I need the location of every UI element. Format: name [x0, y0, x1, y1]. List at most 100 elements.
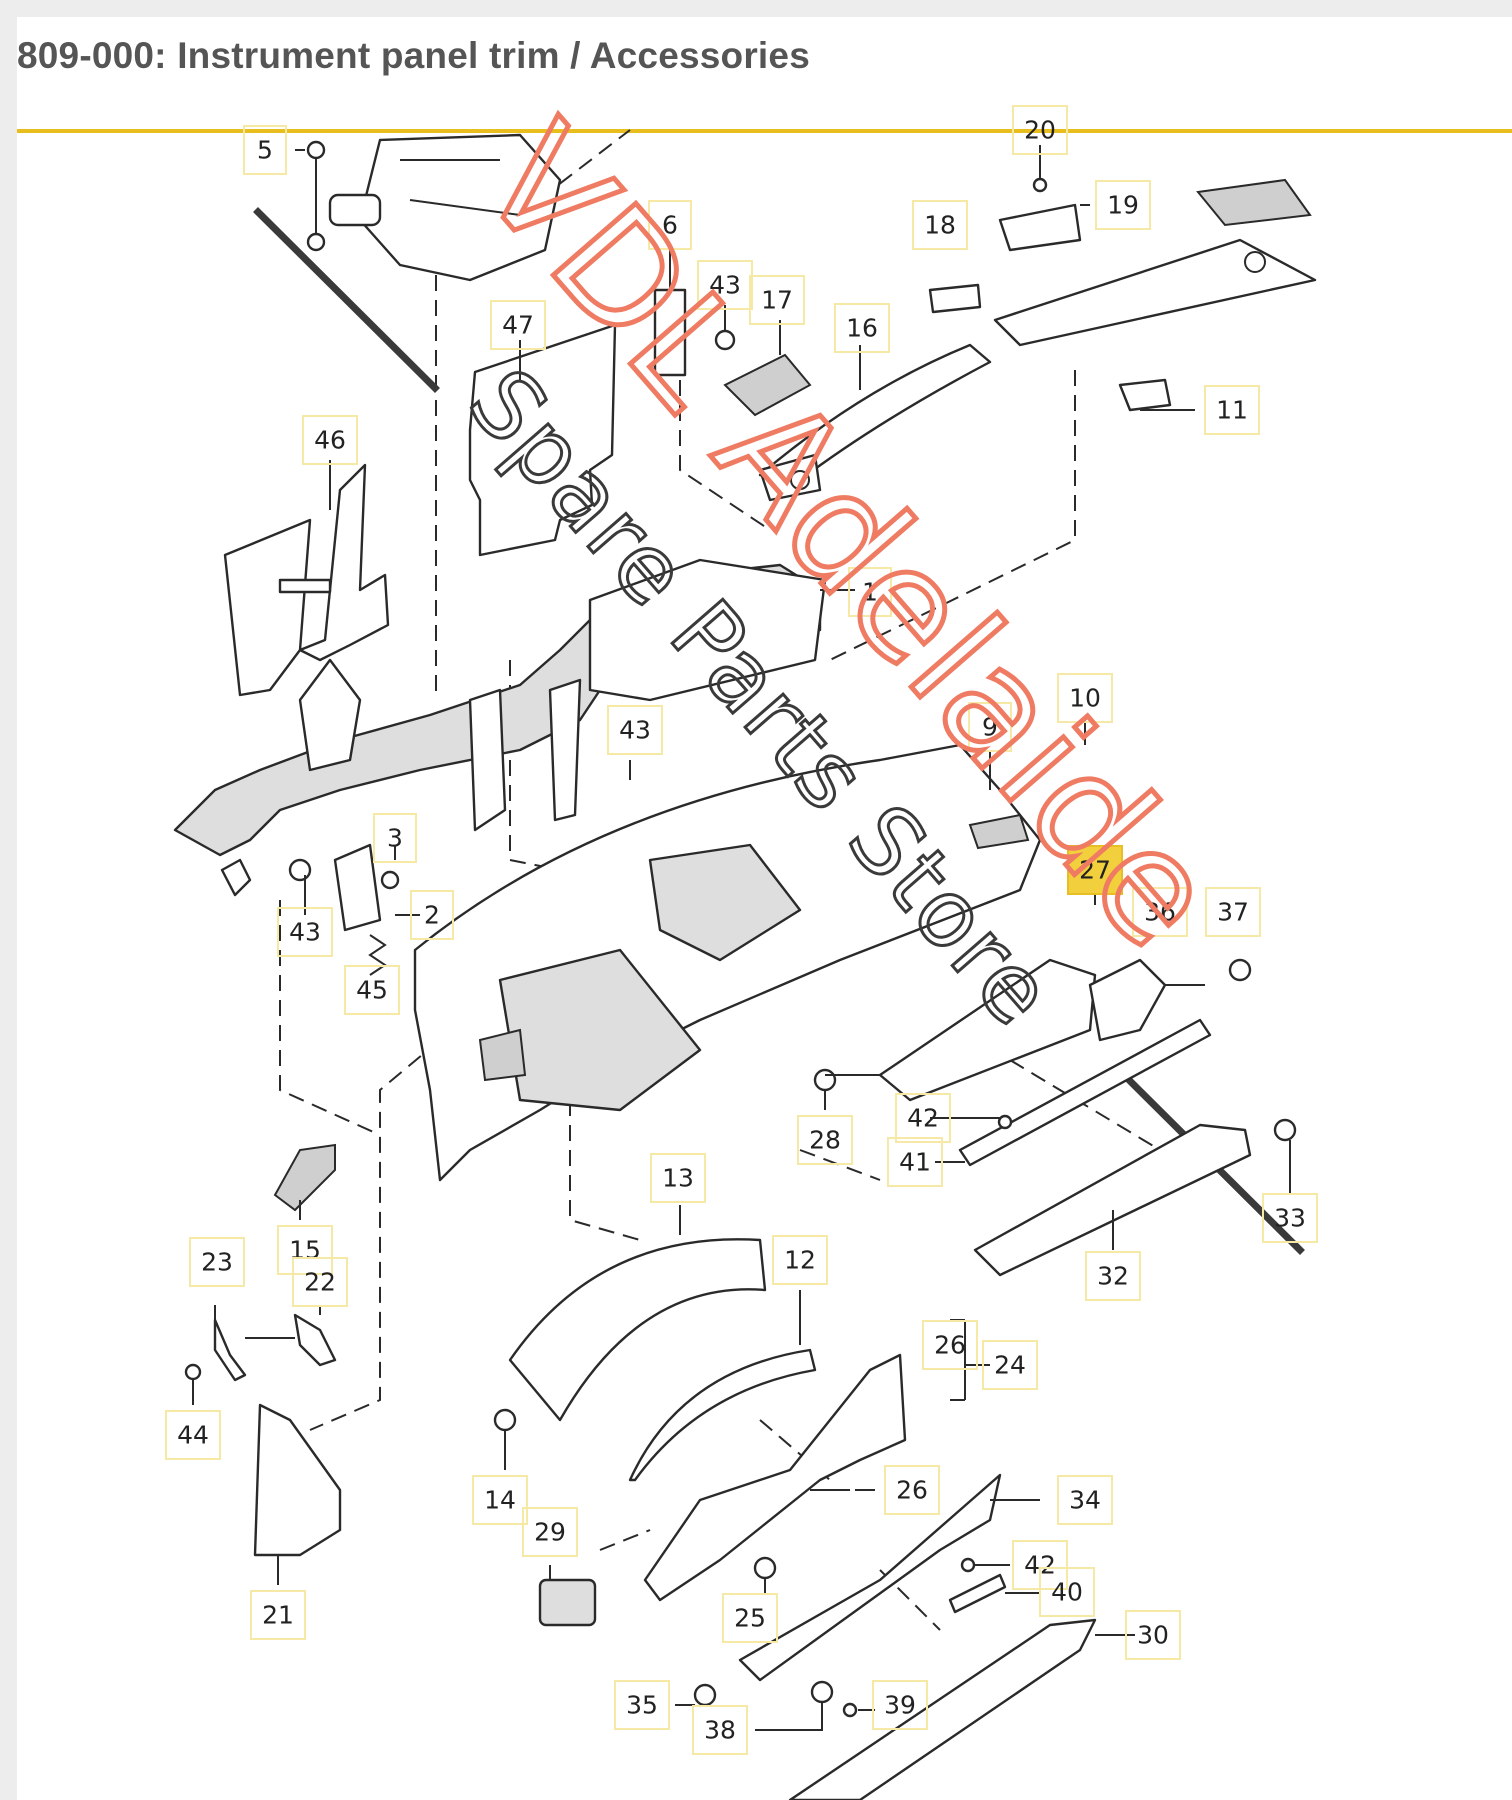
part-33-screw [1273, 1118, 1297, 1142]
callout-number: 14 [484, 1486, 516, 1515]
part-9-speaker-grille [968, 813, 1030, 850]
part-41-strip [958, 1018, 1212, 1167]
callout-number: 39 [884, 1691, 916, 1720]
callout-c3: 3 [373, 813, 417, 863]
callout-c37: 37 [1205, 887, 1261, 937]
callout-box [650, 1153, 706, 1203]
part-1-center-leg-2 [548, 678, 582, 822]
callout-box [614, 1680, 670, 1730]
callout-c22: 22 [292, 1257, 348, 1307]
callout-number: 40 [1051, 1578, 1083, 1607]
part-3-nut [380, 870, 400, 890]
callout-number: 44 [177, 1421, 209, 1450]
callout-number: 27 [1079, 856, 1111, 885]
page-title: 809-000: Instrument panel trim / Accesso… [17, 35, 810, 76]
part-19-cover [998, 203, 1082, 252]
part-14-screw [493, 1408, 517, 1432]
callout-number: 22 [304, 1268, 336, 1297]
callout-c5: 5 [243, 125, 287, 175]
callout-number: 29 [534, 1518, 566, 1547]
part-16-trim-strip [758, 343, 992, 482]
callout-box [250, 1590, 306, 1640]
callout-number: 12 [784, 1246, 816, 1275]
callout-c9: 9 [968, 702, 1012, 752]
callout-c23: 23 [189, 1237, 245, 1287]
callout-c12: 12 [772, 1235, 828, 1285]
callout-c40: 40 [1039, 1567, 1095, 1617]
callout-c11: 11 [1204, 385, 1260, 435]
callout-box [722, 1593, 778, 1643]
part-32-strip [973, 1123, 1252, 1277]
part-1-left-bracket [298, 658, 362, 772]
callout-box [1132, 887, 1188, 937]
callout-c13: 13 [650, 1153, 706, 1203]
callout-number: 18 [924, 211, 956, 240]
part-35-screw [693, 1683, 717, 1707]
callout-number: 45 [356, 976, 388, 1005]
callout-c47: 47 [490, 300, 546, 350]
callout-number: 38 [704, 1716, 736, 1745]
callout-box [1085, 1251, 1141, 1301]
part-12-trim [628, 1348, 817, 1482]
callout-box [522, 1507, 578, 1557]
callout-c17: 17 [749, 275, 805, 325]
part-21-trim-frame [253, 1403, 342, 1557]
part-20-screw [1032, 177, 1048, 193]
callout-box [922, 1320, 978, 1370]
callout-box [410, 890, 454, 940]
part-43-washer [288, 858, 312, 882]
callout-box [277, 907, 333, 957]
part-17-speaker-grille [723, 353, 812, 417]
callout-c29: 29 [522, 1507, 578, 1557]
callout-c32: 32 [1085, 1251, 1141, 1301]
callout-box [344, 965, 400, 1015]
callout-box [1057, 1475, 1113, 1525]
callout-number: 41 [899, 1148, 931, 1177]
part-29-air-vent [538, 1578, 597, 1627]
callout-c1: 1 [848, 567, 892, 617]
callout-c10: 10 [1057, 673, 1113, 723]
callout-number: 19 [1107, 191, 1139, 220]
callout-number: 6 [662, 211, 678, 240]
callout-number: 16 [846, 314, 878, 343]
part-39-nut [842, 1702, 858, 1718]
callout-box [1057, 673, 1113, 723]
callout-box [373, 813, 417, 863]
separator-slash [253, 207, 440, 393]
callout-c19: 19 [1095, 180, 1151, 230]
callout-c44: 44 [165, 1410, 221, 1460]
part-16-pad [758, 453, 822, 502]
part-9-center-console-opening [648, 843, 802, 962]
callout-box [884, 1465, 940, 1515]
callout-c30: 30 [1125, 1610, 1181, 1660]
part-36-end-cap [1088, 958, 1167, 1042]
part-40-strip [948, 1573, 1007, 1614]
part-34-trim-strip [738, 1473, 1002, 1682]
callout-box [189, 1237, 245, 1287]
callout-number: 23 [201, 1248, 233, 1277]
callout-number: 5 [257, 136, 273, 165]
callout-c18: 18 [912, 200, 968, 250]
callout-box [797, 1115, 853, 1165]
callout-number: 33 [1274, 1204, 1306, 1233]
callout-number: 26 [896, 1476, 928, 1505]
callout-c26b: 26 [884, 1465, 940, 1515]
callout-number: 15 [289, 1236, 321, 1265]
callout-box [1039, 1567, 1095, 1617]
callout-box [472, 1475, 528, 1525]
callout-c34: 34 [1057, 1475, 1113, 1525]
callout-number: 2 [424, 901, 440, 930]
part-1-center-leg [468, 688, 507, 832]
part-38-clip [810, 1680, 834, 1704]
callout-c41: 41 [887, 1137, 943, 1187]
callout-box [302, 415, 358, 465]
part-11-clip [1118, 378, 1172, 412]
part-46-insulation [223, 463, 390, 697]
callout-c43c: 43 [277, 907, 333, 957]
callout-number: 34 [1069, 1486, 1101, 1515]
callout-c14: 14 [472, 1475, 528, 1525]
callout-number: 46 [314, 426, 346, 455]
callout-box [834, 303, 890, 353]
